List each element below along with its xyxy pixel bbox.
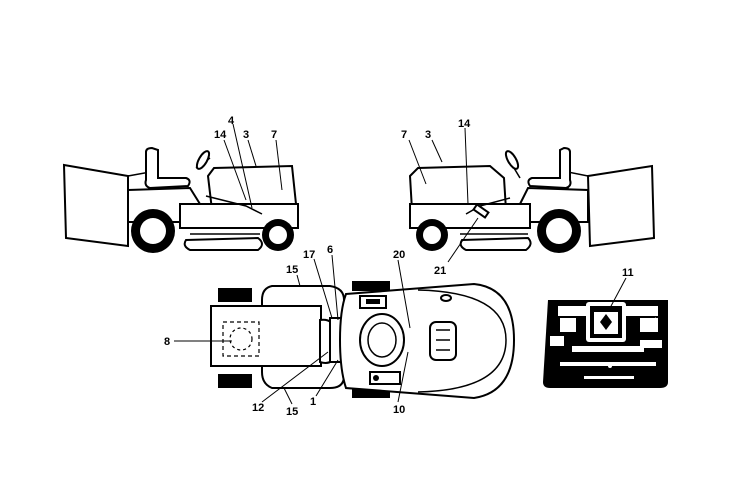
callout-1-top: 1 [310,396,316,408]
callout-15b-top: 15 [286,406,298,418]
callout-12-top: 12 [252,402,264,414]
leader-21-right [447,217,479,263]
top-steering-wheel [359,313,405,367]
panel-center-dot [608,364,612,368]
callout-7-left: 7 [271,129,277,141]
top-left-rear-wheel-upper [218,288,252,302]
right-mower-deck [459,236,532,251]
top-collector-dashed-circle [229,327,253,351]
callout-8-top: 8 [164,336,170,348]
left-front-wheel-rim [269,226,287,244]
panel-lower-line [560,362,656,366]
panel-label-symbol [600,314,612,330]
callout-20-top: 20 [393,249,405,261]
callout-3-right: 3 [425,129,431,141]
right-front-wheel-rim [423,226,441,244]
callout-11-panel: 11 [622,267,634,279]
leader-7-right [408,139,427,185]
leader-3-left [247,139,257,167]
callout-3-left: 3 [243,129,249,141]
top-hood-inner [417,289,507,393]
left-steering-wheel [195,150,211,170]
top-front-wheel-lower [352,388,390,398]
callout-17-top: 17 [303,249,315,261]
callout-6-top: 6 [327,244,333,256]
leader-15b-top [283,387,293,405]
top-hood [338,282,516,400]
top-left-rear-wheel-lower [218,374,252,388]
top-bottom-decal-dot [373,375,379,381]
leader-15-top [296,274,301,287]
left-seat [144,146,191,190]
left-grass-collector [62,163,129,248]
left-mower-deck [183,236,263,251]
leader-3-right [431,139,443,163]
right-rear-wheel-rim [546,218,572,244]
leader-10-top [397,351,409,403]
left-side-view-mower: 4 14 3 7 [62,115,299,253]
control-panel-view: 11 [543,267,668,388]
callout-14-right: 14 [458,118,471,130]
right-seat [527,146,572,190]
top-front-wheel-upper [352,281,390,291]
leader-17-top [313,258,333,319]
callout-21-right: 21 [434,265,446,277]
panel-right-decal-hatch [641,317,657,331]
leader-6-top [331,254,339,321]
top-grass-collector [210,305,322,367]
top-steering-hub [367,322,397,358]
left-rear-wheel-rim [140,218,166,244]
callout-14-left: 14 [214,129,227,141]
leader-14-right [464,127,469,205]
panel-small-decal [550,336,564,346]
right-grass-collector [586,164,656,248]
leader-20-top [397,259,411,329]
left-chassis [179,203,299,229]
right-side-view-mower: 7 3 14 21 [401,118,656,277]
leader-12-top [261,351,329,403]
panel-bottom-line [584,376,634,379]
left-side-line [205,195,263,215]
leader-11-panel [609,277,627,309]
panel-right-text-strip [640,340,662,348]
callout-15-top: 15 [286,264,298,276]
right-steering-wheel [504,150,520,170]
top-grille [429,321,457,361]
leader-7-left [275,139,283,191]
top-dashboard-label-mark [366,299,380,304]
top-bottom-decal [369,371,401,385]
leader-4-left [232,123,253,209]
callout-4-left: 4 [228,115,235,127]
leader-1-top [315,359,339,397]
panel-left-decal [560,318,576,332]
top-view-mower: 15 17 6 20 8 12 15 1 10 [164,244,516,418]
callout-7-right: 7 [401,129,407,141]
right-lever [472,203,490,219]
leader-14-left [223,139,247,201]
callout-10-top: 10 [393,404,405,416]
panel-center-strip [572,346,644,352]
top-collector-dashed-area [222,321,260,357]
top-hood-emblem [440,294,452,302]
